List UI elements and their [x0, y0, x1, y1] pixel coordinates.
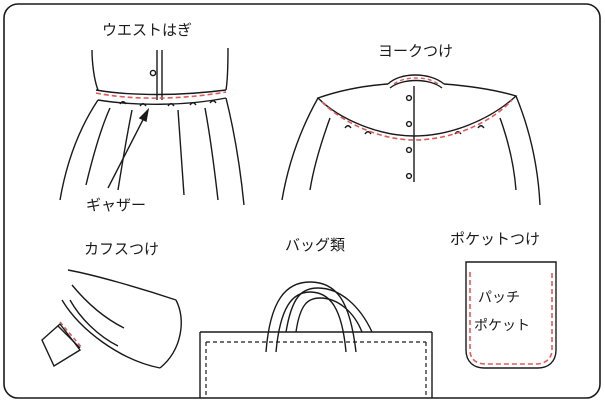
pocket-stitch-line: [469, 272, 553, 365]
gather-arrow-head: [138, 107, 150, 123]
bodice-right-edge: [225, 47, 229, 91]
yoke-stitch-line: [321, 99, 513, 141]
waist-seam-illustration: [59, 47, 245, 206]
button-yoke-4: [405, 172, 413, 180]
collar-inner: [389, 79, 443, 89]
waist-stitch-line: [95, 91, 227, 99]
bag-handle-outer: [265, 281, 357, 353]
cuff-stitch-line: [59, 321, 83, 349]
body-left: [281, 97, 319, 201]
outer-border: [3, 3, 601, 399]
collar: [387, 74, 445, 85]
skirt-left: [59, 99, 99, 201]
body-right: [515, 95, 541, 206]
gather-pointer: [107, 109, 149, 189]
label-cuffs: カフスつけ: [84, 240, 160, 258]
waist-seam: [95, 89, 227, 96]
skirt-right: [225, 97, 245, 206]
collar-stitch-line: [393, 77, 439, 85]
cuff-line: [57, 325, 81, 349]
bodice-left-edge: [91, 49, 99, 91]
label-patch-line2: ポケット: [474, 318, 530, 334]
cuffs-illustration: [41, 269, 182, 369]
button-waist: [149, 69, 157, 77]
bag-stitch-lines: [205, 341, 427, 398]
label-yoke: ヨークつけ: [378, 42, 454, 60]
yoke-illustration: [281, 74, 541, 206]
bag-handle-inner: [275, 291, 347, 353]
sleeve-end: [159, 299, 182, 369]
button-yoke-1: [405, 94, 413, 102]
bag-handle-back-outer: [285, 287, 373, 333]
sleeve-bottom: [61, 299, 161, 369]
sleeve-top: [67, 269, 177, 301]
button-yoke-3: [405, 146, 413, 154]
button-yoke-2: [405, 120, 413, 128]
label-bag: バッグ類: [285, 236, 346, 254]
yoke-outline: [316, 83, 518, 137]
label-gather: ギャザー: [86, 196, 147, 214]
pocket-outline: [465, 261, 557, 369]
label-waist-seam: ウエストはぎ: [102, 21, 193, 39]
bag-illustration: [199, 281, 433, 398]
label-patch-line1: パッチ: [478, 290, 520, 306]
cuff: [41, 322, 82, 368]
label-pocket: ポケットつけ: [450, 230, 541, 248]
bag-handle-back-inner: [295, 297, 363, 333]
